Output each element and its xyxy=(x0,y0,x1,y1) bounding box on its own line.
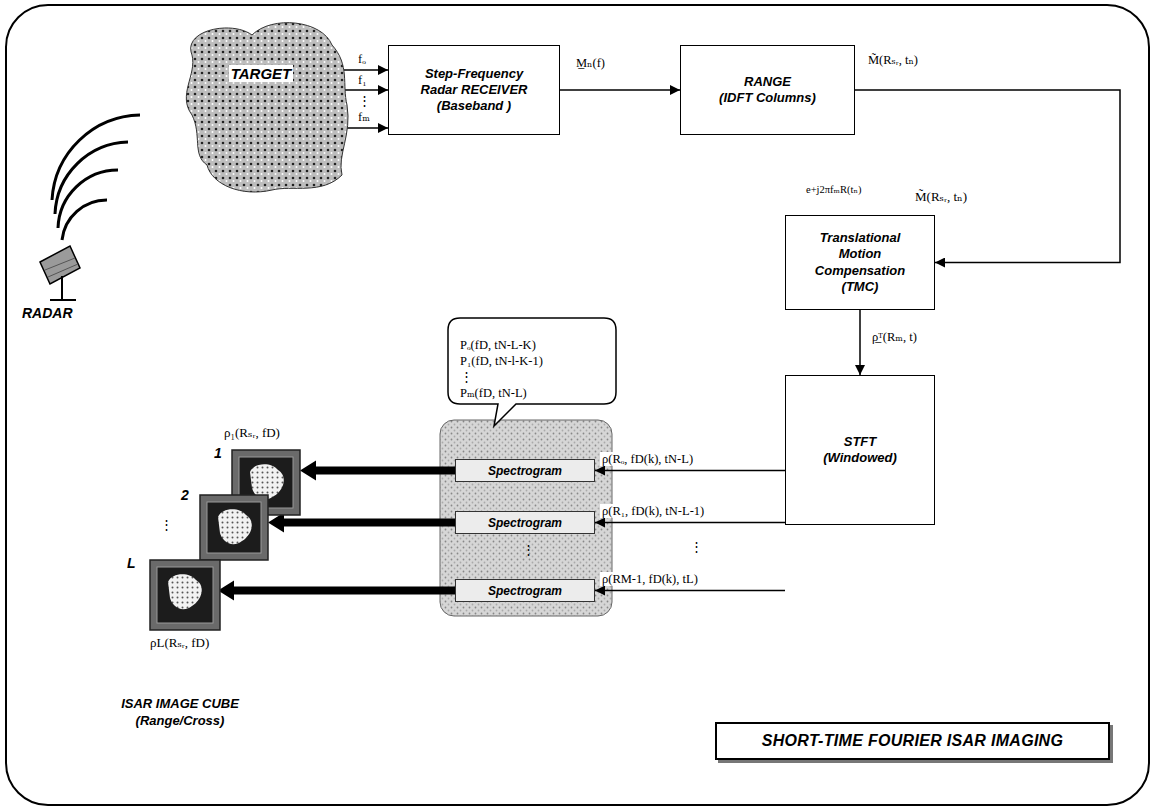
connector-arrow xyxy=(560,89,680,91)
edge-label: fₒ xyxy=(356,52,368,66)
edge-label: f₁ xyxy=(356,73,369,87)
connector-arrow xyxy=(344,89,388,91)
text-label: ρL(Rₛᵣ, fD) xyxy=(150,636,209,650)
node-text: Spectrogram xyxy=(488,464,562,478)
connector-arrow xyxy=(344,69,388,71)
node-text: Step-Frequency Radar RECEIVER (Baseband … xyxy=(407,66,542,115)
text-label: RADAR xyxy=(22,306,73,321)
thick-arrow xyxy=(218,581,455,601)
thick-arrow xyxy=(300,461,455,481)
node-text: (Windowed) xyxy=(823,450,897,466)
text-label: e+j2πfₘR(tₙ) xyxy=(806,184,861,196)
node-text: ISAR IMAGE CUBE (Range/Cross) xyxy=(100,696,260,730)
node-text: Pₒ(fD, tN-L-K) xyxy=(460,337,536,353)
text-label: ρ₁(Rₛᵣ, fD) xyxy=(224,426,280,440)
connector-arrow xyxy=(595,470,785,472)
text-label: L xyxy=(127,556,136,571)
edge-label: ρ(Rₒ, fD(k), tN-L) xyxy=(600,452,695,466)
outer-frame xyxy=(6,5,1149,805)
process-box: Step-Frequency Radar RECEIVER (Baseband … xyxy=(388,45,560,135)
edge-label: M̲ₙ(f) xyxy=(574,56,607,70)
radar-icon xyxy=(40,115,140,300)
text-label: 1 xyxy=(214,446,222,461)
node-text: Spectrogram xyxy=(488,516,562,530)
diagram-title: SHORT-TIME FOURIER ISAR IMAGING xyxy=(715,722,1110,760)
connector-arrow xyxy=(595,590,785,592)
node-text: (IDFT Columns) xyxy=(719,90,816,106)
isar-image-frames xyxy=(100,440,330,730)
node-text: Spectrogram xyxy=(488,584,562,598)
text-label: ⋮ xyxy=(522,543,535,557)
node-text: RANGE xyxy=(744,74,791,90)
node-text: TARGET xyxy=(172,65,350,82)
target-shape: TARGET xyxy=(172,15,350,195)
process-box: STFT(Windowed) xyxy=(785,375,935,525)
node-text: P₁(fD, tN-l-K-1) xyxy=(460,353,543,369)
edge-label: ρ(R₁, fD(k), tN-L-1) xyxy=(600,504,706,518)
node-text: STFT xyxy=(844,434,877,450)
process-box: Translational Motion Compensation (TMC) xyxy=(785,215,935,310)
edge-label: ρ̲ᵀ(Rₘ, t) xyxy=(870,330,919,344)
node-text: Pₘ(fD, tN-L) xyxy=(460,385,527,401)
text-label: ⋮ xyxy=(690,540,703,554)
text-label: 2 xyxy=(181,488,189,503)
target-text-patch: TARGET xyxy=(229,65,294,82)
connector-arrow xyxy=(344,127,388,129)
spectrogram-box: Spectrogram xyxy=(455,579,595,602)
spectrogram-panel xyxy=(440,420,612,616)
node-text: ⋮ xyxy=(460,369,473,385)
text-label: ⋮ xyxy=(160,518,173,532)
image-cube: ISAR IMAGE CUBE (Range/Cross) xyxy=(100,440,330,730)
text-label: M̃(Rₛᵣ, tₙ) xyxy=(915,190,967,204)
spectrogram-box: Spectrogram xyxy=(455,459,595,482)
process-box: RANGE(IDFT Columns) xyxy=(680,45,855,135)
edge-label: ρ(RM-1, fD(k), tL) xyxy=(600,572,700,586)
node-text: Translational Motion Compensation (TMC) xyxy=(801,230,919,295)
callout-bubble: Pₒ(fD, tN-L-K)P₁(fD, tN-l-K-1)⋮Pₘ(fD, tN… xyxy=(446,316,618,428)
connector-arrow xyxy=(859,310,861,375)
edge-label: fₘ xyxy=(356,110,372,124)
text-label: ⋮ xyxy=(358,94,371,108)
target-outline xyxy=(172,15,350,195)
edge-label: M̃(Rₛᵣ, tₙ) xyxy=(866,53,920,67)
connector-arrow xyxy=(595,522,785,524)
spectrogram-box: Spectrogram xyxy=(455,511,595,534)
